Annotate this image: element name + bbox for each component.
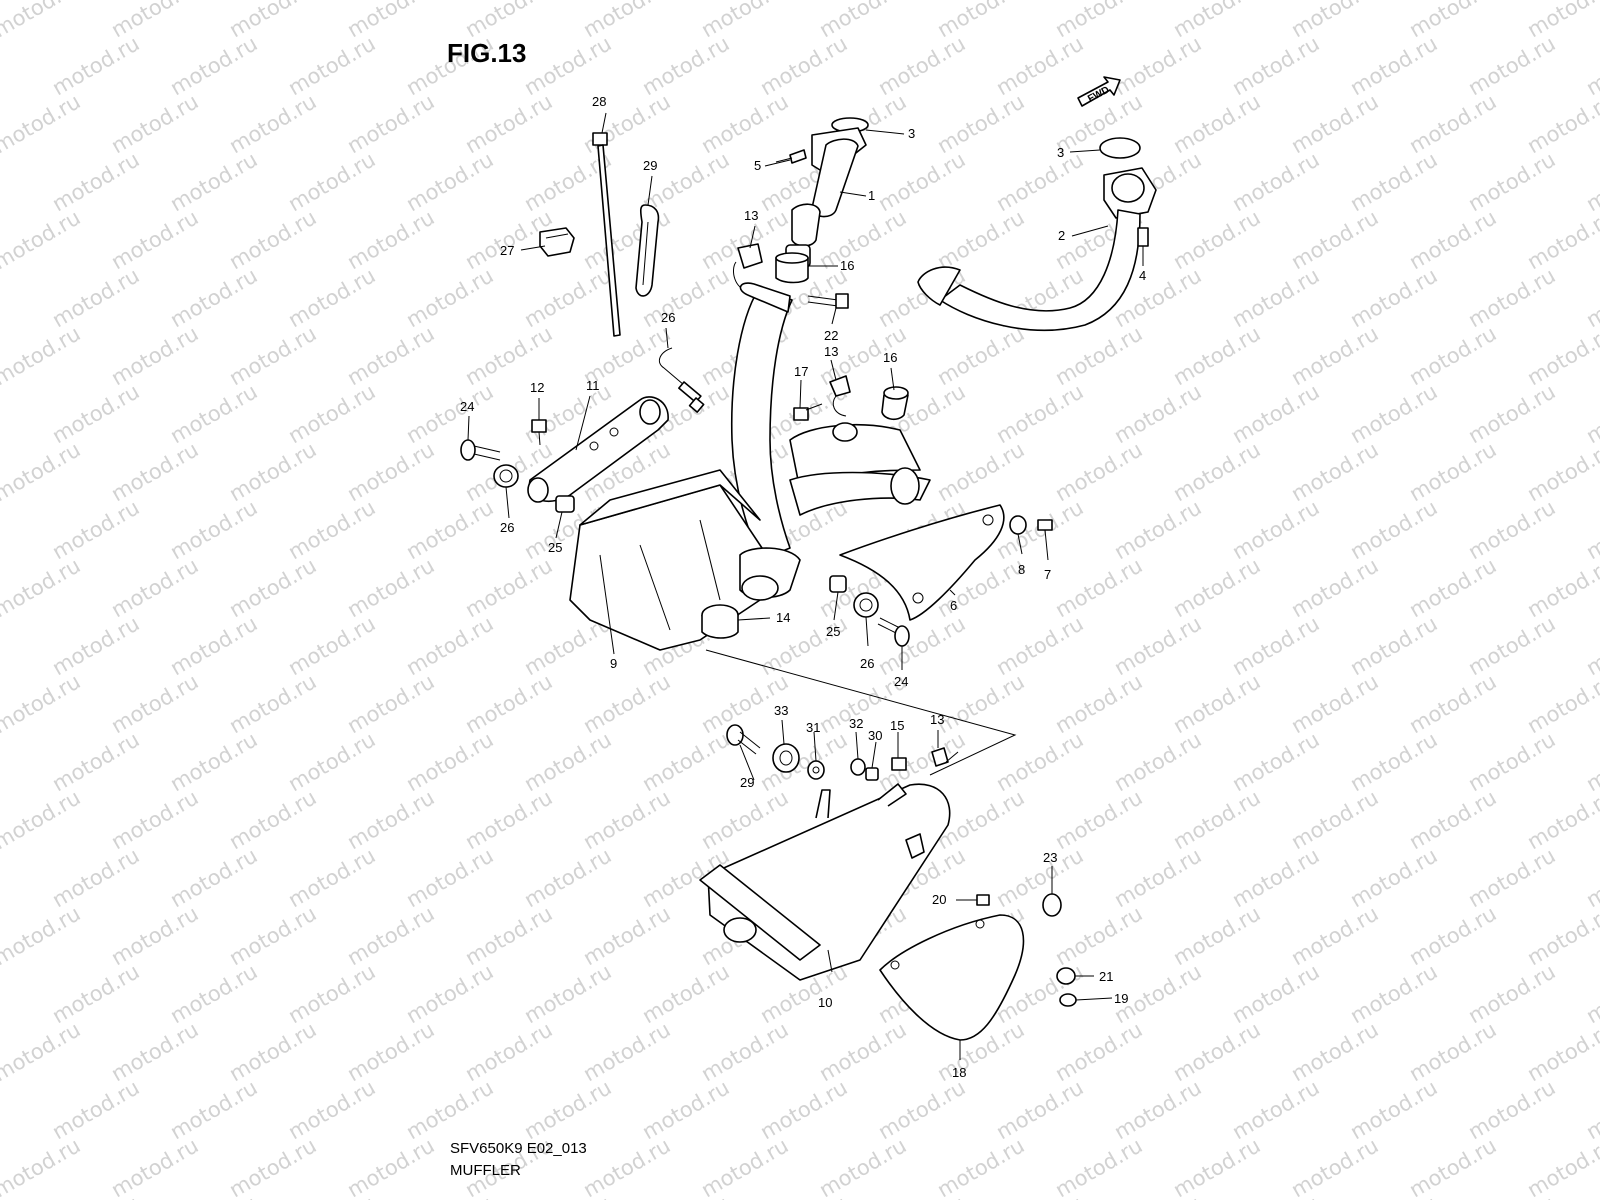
exhaust-header [730,282,931,561]
bolt [891,757,907,771]
bolt [726,724,761,755]
muffler [699,783,951,981]
callout-26-left: 26 [500,520,514,535]
rubber-grommet [493,464,519,488]
callout-1: 1 [868,188,875,203]
callout-12: 12 [530,380,544,395]
nut [865,767,879,781]
rubber-grommet [853,592,879,618]
callout-23: 23 [1043,850,1057,865]
clip [539,227,575,257]
rubber-grommet [772,743,800,773]
bolt [1059,993,1077,1007]
callout-18: 22 [824,328,838,343]
callout-22: 21 [1099,969,1113,984]
callout-11: 11 [586,378,600,393]
callout-24-right: 24 [894,674,908,689]
heat-shield-cover [839,504,1005,621]
figure-title: FIG.13 [447,38,527,68]
callout-7: 7 [1044,567,1051,582]
leader-lines [467,112,1144,1060]
bolt [877,617,910,647]
muffler-cover [879,914,1025,1041]
bolt [531,419,547,446]
callout-16-lower: 16 [883,350,897,365]
rubber-grommet [1042,893,1062,917]
callout-17: 17 [794,364,808,379]
pipe-clamp [931,747,959,767]
callout-3-front: 3 [908,126,915,141]
callout-19: 18 [952,1065,966,1080]
bolt [1037,519,1053,541]
callout-29: 31 [806,720,820,735]
callout-33: 27 [500,243,514,258]
callout-labels: 28 29 27 26 3 5 1 13 16 22 13 16 17 3 2 … [460,94,1146,1080]
callout-13-mid: 13 [824,344,838,359]
muffler-gasket [701,604,739,639]
callout-14: 14 [776,610,790,625]
collar [829,575,847,593]
washer [1009,515,1027,535]
callout-9: 9 [610,656,617,671]
callout-31: 33 [774,703,788,718]
callout-13-lower: 13 [930,712,944,727]
model-code: SFV650K9 E02_013 [450,1140,587,1157]
callout-28: 30 [868,728,882,743]
pipe-connector [775,252,809,284]
callout-4: 4 [1139,268,1146,283]
rear-exhaust-pipe [917,137,1157,332]
bolt [807,293,849,309]
diagram-caption: MUFFLER [450,1162,521,1179]
pipe-clamp [733,243,763,291]
callout-24-left: 24 [460,399,474,414]
callout-35: 29 [643,158,657,173]
callout-25-left: 25 [548,540,562,555]
front-exhaust-pipe [775,117,869,268]
callout-30: 32 [849,716,863,731]
rubber-grommet [1056,967,1076,985]
callout-34: 28 [592,94,606,109]
callout-2: 2 [1058,228,1065,243]
cable-tie [592,132,621,337]
bolt [976,894,990,906]
callout-16-upper: 16 [840,258,854,273]
callout-27: 29 [740,775,754,790]
washer [850,758,866,776]
callout-13-upper: 13 [744,208,758,223]
fwd-label: FWD [1086,85,1111,105]
callout-6: 6 [950,598,957,613]
assembly-line [705,649,1017,776]
washer [807,760,825,780]
callout-21: 19 [1114,991,1128,1006]
callout-25-right: 25 [826,624,840,639]
front-direction-arrow: FWD [1077,76,1121,107]
callout-15: 15 [890,718,904,733]
callout-32: 26 [661,310,675,325]
pipe-connector [881,386,909,421]
bolt [460,439,501,461]
callout-3-rear: 3 [1057,145,1064,160]
callout-5: 5 [754,158,761,173]
callout-8: 8 [1018,562,1025,577]
oxygen-sensor [658,347,705,413]
pipe-clamp [829,375,851,417]
callout-10: 10 [818,995,832,1010]
muffler-bracket [527,396,669,503]
callout-26-right: 26 [860,656,874,671]
bolt [793,403,823,421]
clamp-strap [635,204,660,297]
collar [555,495,575,513]
callout-20: 20 [932,892,946,907]
